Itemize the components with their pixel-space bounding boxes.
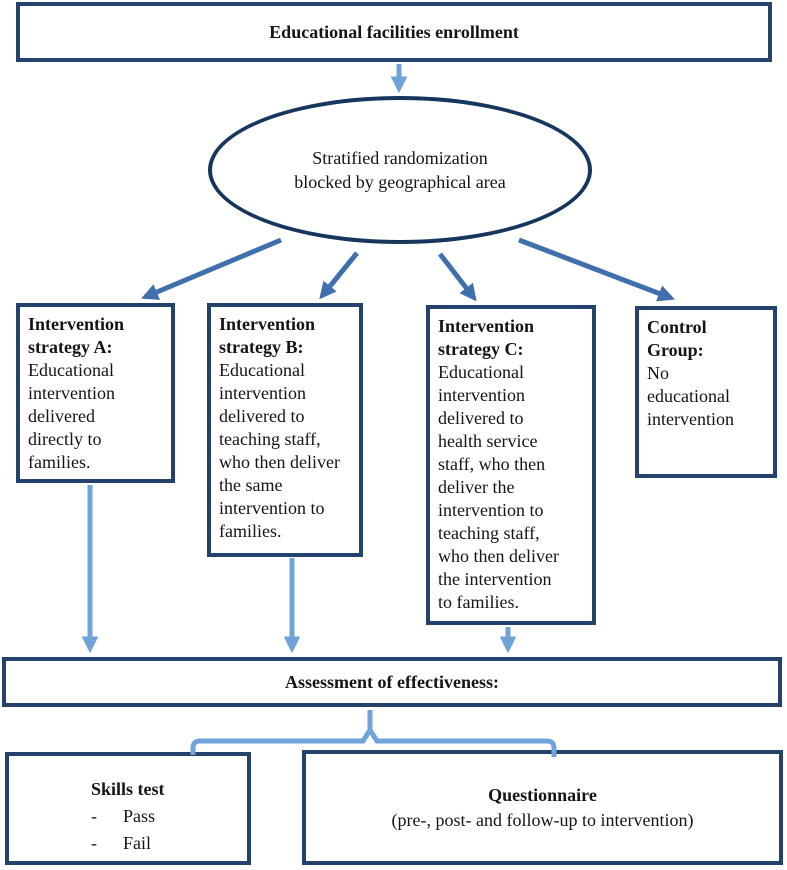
assessment-label: Assessment of effectiveness: — [285, 671, 499, 692]
enrollment-box: Educational facilities enrollment — [16, 2, 772, 62]
dash-bullet: - — [91, 806, 97, 826]
strategy-b-body: Educational intervention delivered to te… — [219, 360, 340, 541]
control-group-body: No educational intervention — [647, 363, 734, 429]
arrow-randomization-to-strategy-b — [319, 251, 359, 300]
strategy-c-box: Intervention strategy C: Educational int… — [426, 305, 596, 625]
dash-bullet: - — [91, 833, 97, 853]
strategy-b-box: Intervention strategy B: Educational int… — [207, 303, 363, 557]
skills-test-content: Skills test - Pass - Fail — [9, 756, 247, 857]
skills-test-title: Skills test — [91, 779, 165, 799]
skills-test-box: Skills test - Pass - Fail — [5, 752, 251, 865]
control-group-title: Control Group: — [647, 317, 707, 360]
skills-item-fail: - Fail — [91, 830, 241, 857]
questionnaire-subtitle: (pre-, post- and follow-up to interventi… — [391, 809, 694, 830]
assessment-box: Assessment of effectiveness: — [2, 657, 782, 707]
strategy-a-title: Intervention strategy A: — [28, 314, 124, 357]
questionnaire-box: Questionnaire (pre-, post- and follow-up… — [302, 750, 783, 865]
strategy-a-body: Educational intervention delivered direc… — [28, 360, 115, 472]
strategy-a-box: Intervention strategy A: Educational int… — [16, 303, 175, 483]
questionnaire-title: Questionnaire — [488, 784, 597, 805]
strategy-c-title: Intervention strategy C: — [438, 316, 534, 359]
strategy-c-body: Educational intervention delivered to he… — [438, 362, 559, 612]
skills-item-label: Pass — [123, 806, 156, 826]
arrow-randomization-to-strategy-c — [438, 252, 477, 302]
randomization-ellipse: Stratified randomization blocked by geog… — [208, 96, 592, 244]
strategy-b-title: Intervention strategy B: — [219, 314, 315, 357]
control-group-box: Control Group: No educational interventi… — [635, 306, 777, 478]
skills-item-pass: - Pass — [91, 803, 241, 830]
arrow-randomization-to-strategy-a — [141, 237, 282, 300]
enrollment-label: Educational facilities enrollment — [269, 21, 519, 42]
randomization-label: Stratified randomization blocked by geog… — [294, 148, 506, 192]
skills-item-label: Fail — [123, 833, 152, 853]
arrow-randomization-to-control — [518, 237, 675, 302]
